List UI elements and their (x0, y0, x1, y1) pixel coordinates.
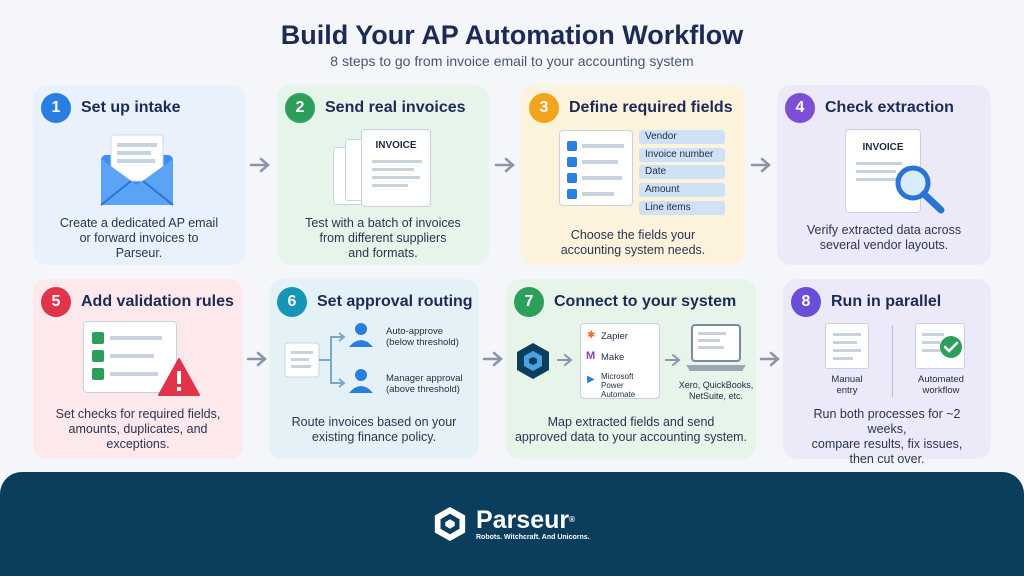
step-card-2: 2 Send real invoices INVOICE Test with a… (277, 85, 489, 265)
arrow-icon (494, 157, 515, 173)
step-number: 8 (791, 287, 821, 317)
brand-logo: Parseur® Robots. Witchcraft. And Unicorn… (432, 505, 590, 543)
divider (892, 325, 893, 397)
arrow-icon (482, 351, 503, 367)
step-title: Set up intake (81, 99, 181, 116)
step-description: Choose the fields your accounting system… (560, 228, 706, 257)
page-subtitle: 8 steps to go from invoice email to your… (330, 53, 694, 69)
footer-bar (0, 472, 1024, 576)
brand-name: Parseur (476, 505, 570, 534)
route-manager-approval: Manager approval (above threshold) (386, 373, 463, 395)
arrow-icon (665, 354, 681, 366)
field-date: Date (639, 165, 725, 179)
step-card-8: 8 Run in parallel Manual entry Automated… (783, 279, 991, 466)
step-card-6: 6 Set approval routing Auto-approve (bel… (269, 279, 479, 459)
step-card-7: 7 Connect to your system ✱ Zapier M Make… (506, 279, 756, 459)
page-title: Build Your AP Automation Workflow (280, 20, 744, 50)
step-description: Map extracted fields and send approved d… (514, 415, 748, 444)
step-title: Run in parallel (831, 293, 942, 310)
mode-manual-entry: Manual entry (831, 374, 863, 396)
step-title: Add validation rules (81, 293, 234, 310)
arrow-icon (249, 157, 270, 173)
arrow-icon (759, 351, 780, 367)
field-invoice-number: Invoice number (639, 148, 725, 162)
checklist-icon (559, 130, 633, 206)
step-description: Create a dedicated AP email or forward i… (59, 216, 219, 260)
route-auto-approve: Auto-approve (below threshold) (386, 326, 459, 348)
arrow-icon (557, 354, 573, 366)
invoice-document: INVOICE (845, 129, 921, 213)
step-title: Connect to your system (554, 293, 737, 310)
integration-zapier: Zapier (601, 331, 628, 342)
step-description: Set checks for required fields, amounts,… (55, 407, 221, 451)
integration-make: Make (601, 352, 625, 363)
step-description: Run both processes for ~2 weeks, compare… (811, 407, 963, 466)
zapier-icon: ✱ (587, 330, 596, 341)
laptop-icon (686, 324, 746, 371)
registered-mark: ® (569, 514, 576, 524)
check-circle-icon (940, 336, 962, 358)
step-title: Send real invoices (325, 99, 466, 116)
step-number: 4 (785, 93, 815, 123)
step-number: 2 (285, 93, 315, 123)
manual-entry-document (825, 323, 869, 369)
invoice-label: INVOICE (862, 142, 904, 153)
step-description: Test with a batch of invoices from diffe… (305, 216, 461, 260)
make-icon: M (586, 350, 596, 362)
step-title: Set approval routing (317, 293, 473, 310)
mode-automated-workflow: Automated workflow (918, 374, 964, 396)
step-card-5: 5 Add validation rules Set checks for re… (33, 279, 243, 459)
integration-list: ✱ Zapier M Make ▶ Microsoft Power Automa… (580, 323, 660, 399)
integration-power-automate: Microsoft Power Automate (601, 372, 636, 399)
step-number: 6 (277, 287, 307, 317)
step-card-4: 4 Check extraction INVOICE Verify extrac… (777, 85, 991, 265)
invoice-label: INVOICE (375, 140, 417, 151)
step-title: Define required fields (569, 99, 733, 116)
step-card-3: 3 Define required fields Vendor Invoice … (521, 85, 745, 265)
step-number: 5 (41, 287, 71, 317)
step-number: 1 (41, 93, 71, 123)
magnifier-icon (895, 165, 945, 214)
arrow-icon (246, 351, 267, 367)
envelope-icon (100, 134, 174, 206)
accounting-targets: Xero, QuickBooks, NetSuite, etc. (678, 380, 754, 401)
validation-checklist (83, 321, 177, 393)
warning-icon (158, 358, 200, 396)
step-title: Check extraction (825, 99, 954, 116)
step-number: 3 (529, 93, 559, 123)
parseur-logo-icon (434, 506, 466, 542)
arrow-icon (750, 157, 771, 173)
power-automate-icon: ▶ (587, 374, 595, 385)
brand-tagline: Robots. Witchcraft. And Unicorns. (476, 533, 590, 541)
step-card-1: 1 Set up intake Create a dedicated AP em… (33, 85, 245, 265)
automated-workflow-document (915, 323, 965, 369)
step-description: Verify extracted data across several ven… (806, 223, 962, 252)
field-vendor: Vendor (639, 130, 725, 144)
parseur-logo-icon (517, 343, 549, 379)
field-line-items: Line items (639, 201, 725, 215)
routing-icon (284, 323, 373, 393)
field-amount: Amount (639, 183, 725, 197)
step-number: 7 (514, 287, 544, 317)
step-description: Route invoices based on your existing fi… (291, 415, 457, 444)
